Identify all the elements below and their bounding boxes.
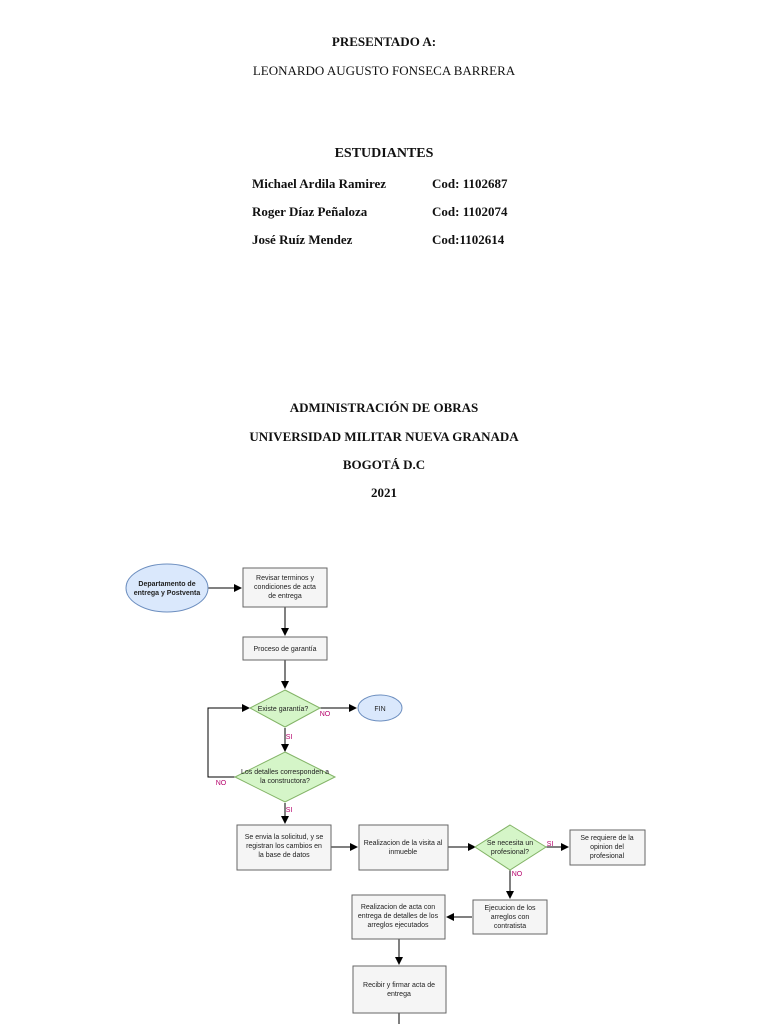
exists-warranty-text: Existe garantía? <box>258 706 309 713</box>
pro-opinion-box <box>569 829 646 866</box>
students-title: ESTUDIANTES <box>334 146 434 161</box>
end-terminal <box>357 694 403 722</box>
label-no-needpro: NO <box>512 871 523 878</box>
sign-box <box>352 965 447 1014</box>
student-code-3: Cod:1102614 <box>432 232 505 247</box>
student-name-3: José Ruíz Mendez <box>252 232 353 247</box>
warranty-process-box <box>242 636 328 661</box>
flow-shapes <box>125 563 646 1014</box>
exists-warranty-decision <box>248 689 322 728</box>
visit-box <box>358 824 449 871</box>
branch-labels: NO SI NO SI SI NO <box>216 711 554 878</box>
act-box <box>351 894 446 940</box>
student-code-2: Cod: 1102074 <box>432 204 508 219</box>
label-no-details: NO <box>216 780 227 787</box>
start-terminal <box>125 563 209 613</box>
details-match-decision <box>233 751 337 803</box>
student-code-1: Cod: 1102687 <box>432 176 508 191</box>
label-si-details: SI <box>286 807 293 814</box>
flow-edges <box>205 584 569 1024</box>
course-title: ADMINISTRACIÓN DE OBRAS <box>289 400 479 415</box>
register-box <box>236 824 332 871</box>
teacher-name: LEONARDO AUGUSTO FONSECA BARRERA <box>252 63 516 78</box>
label-no-exists: NO <box>320 711 331 718</box>
label-si-needpro: SI <box>547 841 554 848</box>
warranty-process-text: Proceso de garantía <box>253 646 316 653</box>
presented-to-label: PRESENTADO A: <box>331 34 437 49</box>
need-professional-decision <box>474 824 547 871</box>
city: BOGOTÁ D.C <box>342 457 426 472</box>
end-text: FIN <box>374 706 385 713</box>
execution-box <box>472 899 548 935</box>
label-si-exists: SI <box>286 734 293 741</box>
year: 2021 <box>371 485 397 500</box>
student-name-2: Roger Díaz Peñaloza <box>252 204 368 219</box>
university-name: UNIVERSIDAD MILITAR NUEVA GRANADA <box>249 429 519 444</box>
student-name-1: Michael Ardila Ramirez <box>252 176 387 191</box>
edge-details-loop <box>207 704 250 778</box>
review-box <box>242 567 328 608</box>
